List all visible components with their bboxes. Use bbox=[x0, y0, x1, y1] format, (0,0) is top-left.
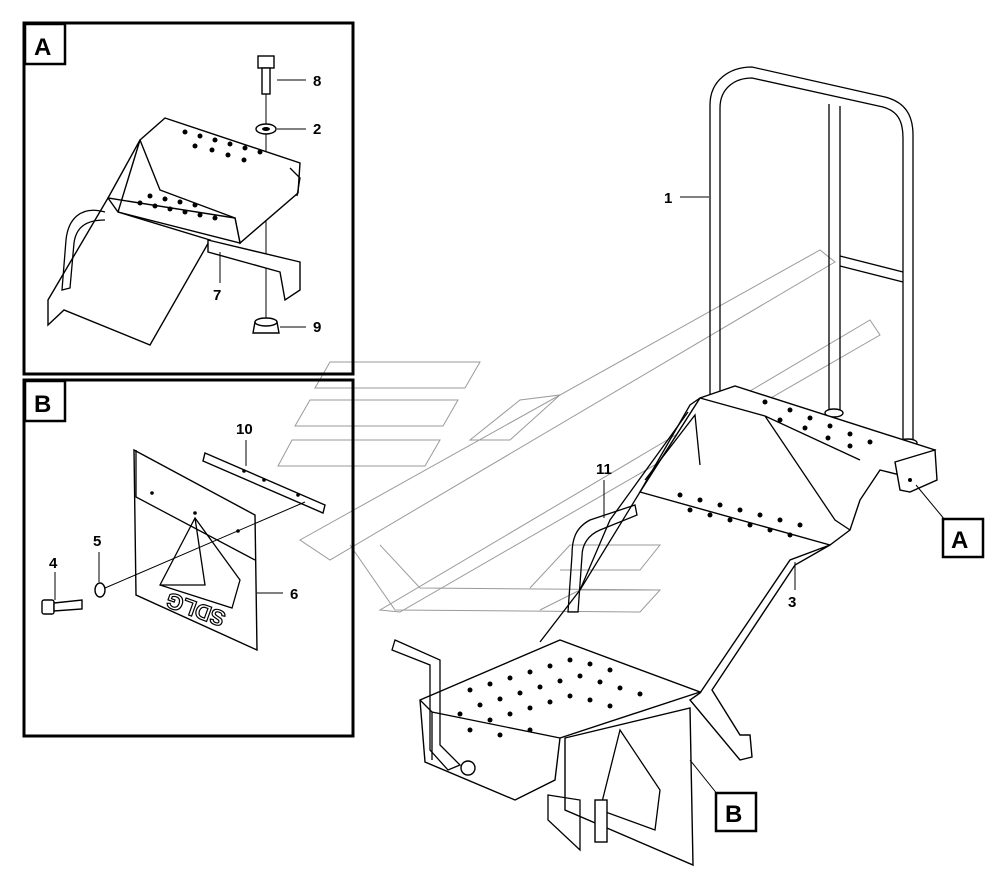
callout-5: 5 bbox=[93, 533, 101, 550]
detail-a-panel: A bbox=[22, 21, 355, 376]
detail-b-tag: B bbox=[34, 391, 51, 418]
grab-handle-11-part bbox=[567, 504, 638, 613]
callout-4: 4 bbox=[49, 555, 58, 572]
main-mudflap-part bbox=[547, 707, 694, 867]
callout-1: 1 bbox=[664, 190, 672, 207]
strip-10-part bbox=[202, 452, 326, 514]
callout-7: 7 bbox=[213, 287, 221, 304]
lower-step-part bbox=[391, 639, 703, 801]
main-tag-a-box bbox=[941, 517, 985, 559]
nut-9-part bbox=[252, 317, 280, 334]
detail-b-panel: B SDLG 10 5 4 6 bbox=[22, 378, 355, 738]
bolt-4-part bbox=[41, 599, 83, 615]
main-tag-a: A bbox=[951, 527, 968, 554]
detail-a-tag: A bbox=[34, 34, 51, 61]
callout-6: 6 bbox=[290, 586, 298, 603]
main-step-assembly: 1 11 3 A B bbox=[391, 66, 985, 867]
main-tag-b: B bbox=[725, 801, 742, 828]
callout-9: 9 bbox=[313, 319, 321, 336]
washer-5-part bbox=[94, 582, 106, 598]
detail-a-step bbox=[47, 117, 301, 346]
callout-11: 11 bbox=[596, 461, 612, 478]
bracket-a bbox=[894, 449, 938, 493]
main-tag-b-box bbox=[714, 791, 758, 833]
callout-2: 2 bbox=[313, 121, 321, 138]
callout-10: 10 bbox=[236, 421, 253, 438]
mudflap-6-part: SDLG bbox=[133, 448, 258, 652]
callout-8: 8 bbox=[313, 73, 321, 90]
callout-3: 3 bbox=[788, 594, 796, 611]
